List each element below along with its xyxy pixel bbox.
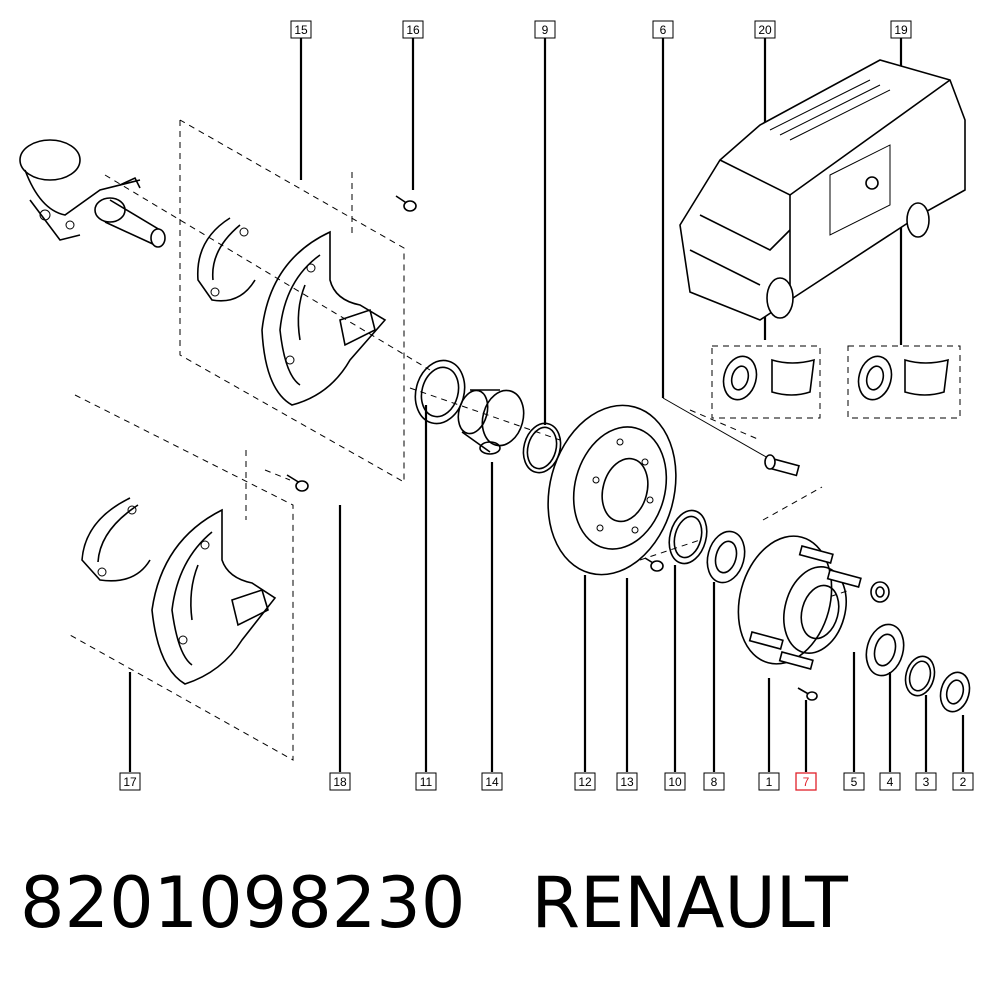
callout-18-label: 18 xyxy=(333,775,347,789)
callout-10-label: 10 xyxy=(668,775,682,789)
callout-14[interactable]: 14 xyxy=(481,772,503,791)
callout-15-label: 15 xyxy=(294,23,308,37)
bolt-7 xyxy=(797,687,818,701)
kit-box-19 xyxy=(847,345,961,419)
callout-2-label: 2 xyxy=(960,775,967,789)
wheel-hub-1 xyxy=(737,535,862,670)
ring-3 xyxy=(904,655,936,697)
callout-5-label: 5 xyxy=(851,775,858,789)
callout-2[interactable]: 2 xyxy=(952,772,974,791)
nut-5 xyxy=(870,581,890,603)
callout-11-label: 11 xyxy=(420,775,433,789)
brake-shoe-upper xyxy=(197,217,256,302)
callout-10[interactable]: 10 xyxy=(664,772,686,791)
callout-1-label: 1 xyxy=(766,775,773,789)
part-caption: 8201098230 RENAULT xyxy=(20,858,980,948)
callout-16-label: 16 xyxy=(406,23,420,37)
callout-7[interactable]: 7 xyxy=(795,772,817,791)
callout-5[interactable]: 5 xyxy=(843,772,865,791)
stud-6 xyxy=(764,454,800,477)
callout-19[interactable]: 19 xyxy=(890,20,912,39)
callout-18[interactable]: 18 xyxy=(329,772,351,791)
callout-1[interactable]: 1 xyxy=(758,772,780,791)
callout-8[interactable]: 8 xyxy=(703,772,725,791)
callout-17[interactable]: 17 xyxy=(119,772,141,791)
kit-box-20 xyxy=(711,345,821,419)
callout-15[interactable]: 15 xyxy=(290,20,312,39)
callout-6[interactable]: 6 xyxy=(652,20,674,39)
brake-disc-12 xyxy=(547,404,677,576)
callout-9[interactable]: 9 xyxy=(534,20,556,39)
callout-4-label: 4 xyxy=(887,775,894,789)
callout-13-label: 13 xyxy=(620,775,634,789)
seal-ring-11 xyxy=(414,359,466,425)
callout-13[interactable]: 13 xyxy=(616,772,638,791)
dust-shield-lower xyxy=(151,508,277,685)
part-number: 8201098230 xyxy=(20,862,466,944)
callout-20-label: 20 xyxy=(758,23,772,37)
callout-19-label: 19 xyxy=(894,23,908,37)
screw-13 xyxy=(644,557,664,572)
callout-16[interactable]: 16 xyxy=(402,20,424,39)
screw-18 xyxy=(286,474,309,492)
steering-knuckle xyxy=(19,139,166,248)
callout-3-label: 3 xyxy=(923,775,930,789)
callout-14-label: 14 xyxy=(485,775,499,789)
boot-14 xyxy=(457,389,525,455)
callout-11[interactable]: 11 xyxy=(415,772,437,791)
callout-4[interactable]: 4 xyxy=(879,772,901,791)
screw-16 xyxy=(395,195,417,212)
callout-7-label: 7 xyxy=(803,775,810,789)
bearing-8 xyxy=(706,530,746,584)
callout-9-label: 9 xyxy=(542,23,549,37)
van-illustration xyxy=(679,59,966,321)
nut-2 xyxy=(939,671,971,713)
callout-3[interactable]: 3 xyxy=(915,772,937,791)
bearing-4 xyxy=(865,623,905,677)
brand-name: RENAULT xyxy=(531,862,848,944)
dust-shield-upper xyxy=(261,230,387,406)
callout-12[interactable]: 12 xyxy=(574,772,596,791)
callout-8-label: 8 xyxy=(711,775,718,789)
brake-shoe-lower xyxy=(81,497,151,582)
callout-20[interactable]: 20 xyxy=(754,20,776,39)
callout-12-label: 12 xyxy=(578,775,592,789)
callout-6-label: 6 xyxy=(660,23,667,37)
seal-ring-10 xyxy=(668,509,708,565)
exploded-parts-diagram: 15 16 9 6 20 19 17 18 11 14 12 13 xyxy=(19,20,974,791)
callout-17-label: 17 xyxy=(123,775,137,789)
